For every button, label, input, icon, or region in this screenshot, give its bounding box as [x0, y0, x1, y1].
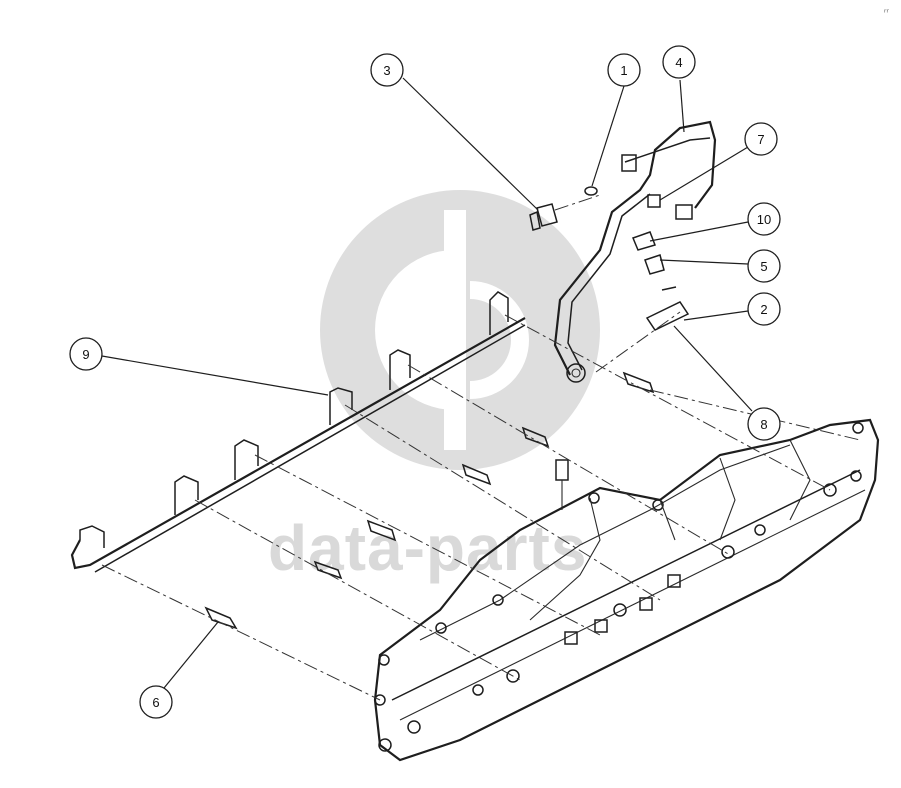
svg-text:5: 5 [760, 259, 767, 274]
callout-1: 1 [591, 53, 641, 187]
callout-6: 6 [139, 621, 219, 719]
corner-mark: ʳʳ [883, 8, 889, 19]
svg-text:3: 3 [383, 63, 390, 78]
svg-text:1: 1 [620, 63, 627, 78]
svg-text:8: 8 [760, 417, 767, 432]
callout-9: 9 [69, 337, 329, 396]
watermark-logo [320, 190, 600, 470]
svg-text:6: 6 [152, 695, 159, 710]
svg-text:10: 10 [757, 212, 771, 227]
callout-4: 4 [662, 45, 696, 133]
svg-text:2: 2 [760, 302, 767, 317]
callout-10: 10 [649, 202, 781, 242]
callout-3: 3 [370, 53, 539, 211]
svg-text:9: 9 [82, 347, 89, 362]
exhaust-manifold [373, 418, 880, 762]
clip-set [79, 291, 509, 548]
callout-8: 8 [673, 325, 781, 441]
fittings [204, 186, 690, 630]
callout-7: 7 [659, 122, 778, 201]
injector-return-tube [70, 291, 526, 573]
feed-tube [553, 120, 717, 383]
svg-text:7: 7 [757, 132, 764, 147]
svg-text:4: 4 [675, 55, 682, 70]
callout-2: 2 [683, 292, 781, 326]
callout-5: 5 [659, 249, 781, 283]
centerlines [101, 194, 861, 701]
